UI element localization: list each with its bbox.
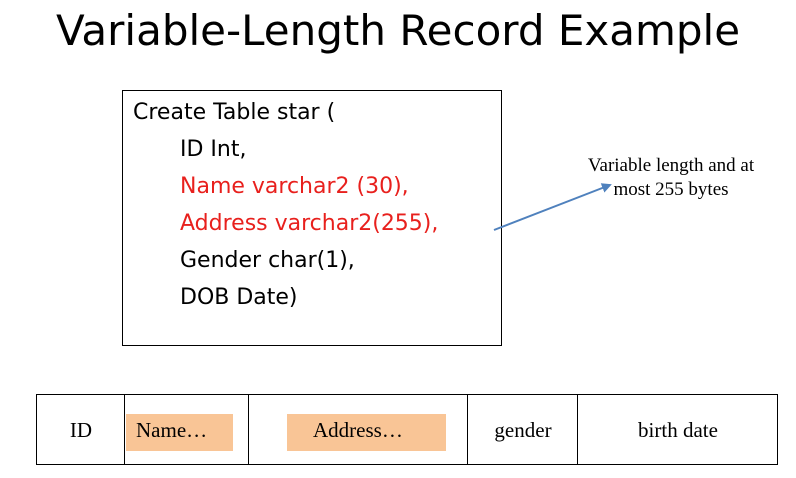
record-field-id: ID	[36, 394, 124, 465]
record-field-name: Name…	[124, 394, 248, 465]
record-field-address: Address…	[248, 394, 467, 465]
code-line-gender: Gender char(1),	[180, 248, 355, 273]
record-field-name-label: Name…	[136, 418, 208, 442]
code-line-name: Name varchar2 (30),	[180, 174, 409, 199]
slide-title: Variable-Length Record Example	[55, 6, 741, 55]
record-field-address-label: Address…	[313, 418, 403, 442]
code-line-id: ID Int,	[180, 137, 247, 162]
code-line-dob: DOB Date)	[180, 285, 298, 310]
annotation-line-2: most 255 bytes	[613, 179, 729, 200]
record-field-name-highlight	[126, 414, 233, 451]
record-field-id-label: ID	[69, 418, 93, 442]
variable-length-annotation: Variable length and at most 255 bytes	[545, 154, 796, 202]
annotation-line-1: Variable length and at	[587, 155, 755, 176]
record-layout: ID Name… Address… gender birth date	[36, 394, 778, 478]
record-field-birth-date-label: birth date	[638, 418, 718, 442]
record-field-gender-label: gender	[494, 418, 552, 442]
code-line-address: Address varchar2(255),	[180, 211, 439, 236]
record-field-birth-date: birth date	[577, 394, 778, 465]
record-field-gender: gender	[467, 394, 577, 465]
code-line-create-table: Create Table star (	[133, 100, 336, 125]
create-table-code-box: Create Table star ( ID Int, Name varchar…	[122, 90, 502, 346]
record-field-address-highlight	[287, 414, 446, 451]
